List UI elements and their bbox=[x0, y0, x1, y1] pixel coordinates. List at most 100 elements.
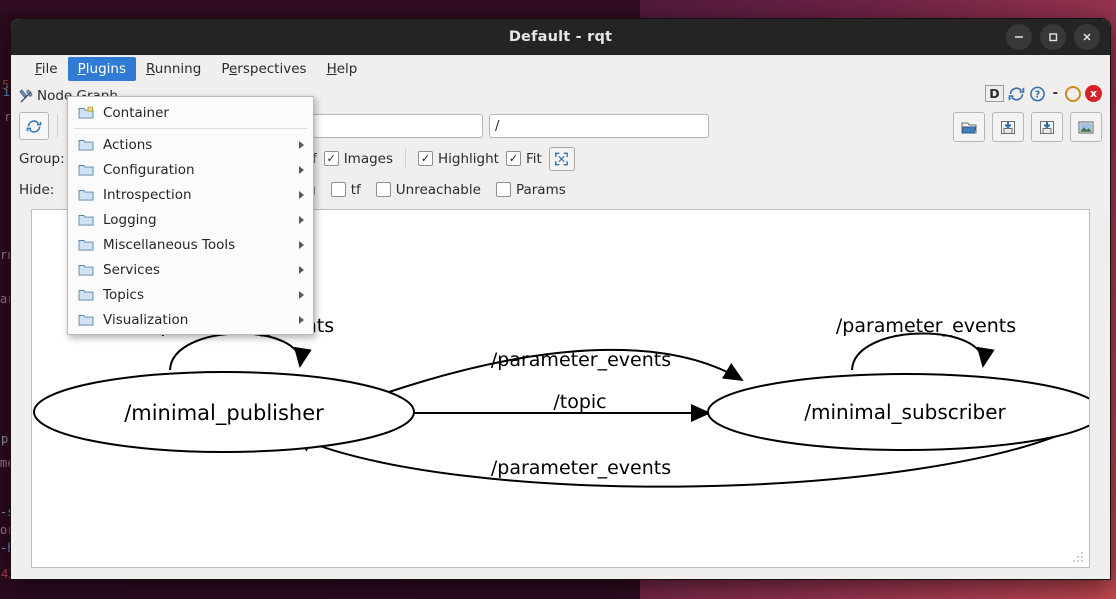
checkbox-box: ✓ bbox=[418, 151, 434, 166]
checkbox-images[interactable]: ✓ Images bbox=[323, 151, 393, 167]
plugin-header-icons: D ? - x bbox=[985, 85, 1102, 102]
checkbox-unreachable[interactable]: Unreachable bbox=[375, 181, 481, 198]
chevron-right-icon bbox=[299, 240, 304, 249]
edge-pub-to-sub-params bbox=[388, 348, 744, 393]
menu-help[interactable]: Help bbox=[326, 60, 358, 77]
chevron-right-icon bbox=[299, 290, 304, 299]
save-svg-button[interactable] bbox=[1031, 112, 1063, 142]
close-dock-icon[interactable]: x bbox=[1085, 85, 1102, 102]
checkbox-box: ✓ bbox=[323, 151, 339, 166]
terminal-text: p bbox=[1, 432, 9, 446]
refresh-graph-button[interactable] bbox=[19, 112, 49, 140]
menu-item-actions[interactable]: Actions bbox=[68, 132, 313, 157]
folder-icon bbox=[78, 288, 94, 302]
minimize-icon[interactable] bbox=[1006, 24, 1032, 50]
menu-item-container[interactable]: Container bbox=[68, 100, 313, 125]
edge-label: /parameter_events bbox=[836, 315, 1016, 337]
window-title: Default - rqt bbox=[508, 29, 613, 45]
window-controls bbox=[1006, 19, 1100, 55]
chevron-right-icon bbox=[299, 215, 304, 224]
menu-item-label: Configuration bbox=[103, 161, 195, 178]
edge-sub-to-pub-params bbox=[292, 424, 1083, 488]
menu-item-topics[interactable]: Topics bbox=[68, 282, 313, 307]
menu-perspectives[interactable]: Perspectives bbox=[221, 60, 307, 77]
checkbox-tf-bottom[interactable]: tf bbox=[330, 181, 361, 198]
menu-file[interactable]: File bbox=[35, 60, 58, 77]
menu-file-label: ile bbox=[41, 60, 58, 77]
float-dock-icon[interactable] bbox=[1065, 85, 1081, 102]
menu-item-label: Actions bbox=[103, 136, 153, 153]
menu-item-label: Logging bbox=[103, 211, 157, 228]
menu-item-label: Topics bbox=[103, 286, 144, 303]
checkbox-box bbox=[375, 182, 391, 197]
minimize-dock-icon[interactable]: - bbox=[1052, 86, 1058, 101]
close-icon[interactable] bbox=[1074, 24, 1100, 50]
image-icon bbox=[1078, 121, 1094, 133]
filter-separator bbox=[405, 148, 407, 169]
folder-icon bbox=[78, 263, 94, 277]
toolbar-separator bbox=[57, 115, 58, 137]
svg-text:?: ? bbox=[1034, 89, 1040, 100]
folder-icon bbox=[78, 188, 94, 202]
menu-item-visualization[interactable]: Visualization bbox=[68, 307, 313, 332]
menu-item-label: Introspection bbox=[103, 186, 192, 203]
node-label: /minimal_publisher bbox=[124, 401, 324, 426]
chevron-right-icon bbox=[299, 140, 304, 149]
refresh-icon[interactable] bbox=[1008, 86, 1025, 102]
plugins-dropdown-menu: Container Actions Configuration Introspe… bbox=[67, 96, 314, 335]
save-svg-icon bbox=[1040, 120, 1054, 134]
checkbox-highlight[interactable]: ✓ Highlight bbox=[418, 151, 499, 167]
namespace-input[interactable] bbox=[489, 114, 709, 138]
chevron-right-icon bbox=[299, 265, 304, 274]
edge-label: /topic bbox=[553, 391, 606, 413]
chevron-right-icon bbox=[299, 190, 304, 199]
save-dot-graph-button[interactable] bbox=[992, 112, 1024, 142]
ros-node-graph: /minimal_publisher /minimal_subscriber /… bbox=[33, 315, 1089, 488]
edge-publisher-self bbox=[169, 332, 312, 371]
folder-icon bbox=[78, 163, 94, 177]
folder-icon bbox=[78, 313, 94, 327]
checkbox-label: Params bbox=[515, 181, 566, 198]
terminal-text: r bbox=[4, 110, 12, 124]
menu-item-label: Container bbox=[103, 104, 169, 121]
checkbox-fit[interactable]: ✓ Fit bbox=[505, 151, 542, 167]
graph-export-buttons bbox=[953, 112, 1102, 142]
checkbox-label: Unreachable bbox=[395, 181, 481, 198]
chevron-right-icon bbox=[299, 165, 304, 174]
rqt-window: Default - rqt File Plugins Running Persp… bbox=[10, 18, 1111, 580]
folder-icon bbox=[78, 238, 94, 252]
open-folder-icon bbox=[961, 122, 977, 133]
menu-item-label: Miscellaneous Tools bbox=[103, 236, 236, 253]
menu-item-configuration[interactable]: Configuration bbox=[68, 157, 313, 182]
maximize-icon[interactable] bbox=[1040, 24, 1066, 50]
chevron-right-icon bbox=[299, 315, 304, 324]
menu-item-miscellaneous-tools[interactable]: Miscellaneous Tools bbox=[68, 232, 313, 257]
menu-item-logging[interactable]: Logging bbox=[68, 207, 313, 232]
resize-grip-icon[interactable] bbox=[1072, 551, 1084, 563]
fit-in-view-button[interactable] bbox=[548, 146, 575, 171]
menu-divider bbox=[74, 128, 307, 129]
checkbox-params[interactable]: Params bbox=[495, 181, 566, 198]
menu-item-label: Services bbox=[103, 261, 160, 278]
load-dot-graph-button[interactable] bbox=[953, 112, 985, 142]
terminal-titlebar bbox=[0, 0, 640, 14]
window-titlebar[interactable]: Default - rqt bbox=[11, 19, 1110, 55]
fit-in-view-icon bbox=[555, 152, 569, 165]
menu-item-services[interactable]: Services bbox=[68, 257, 313, 282]
checkbox-label: tf bbox=[350, 181, 361, 198]
menu-item-label: Visualization bbox=[103, 311, 189, 328]
refresh-icon bbox=[26, 119, 42, 133]
checkbox-box bbox=[330, 182, 346, 197]
save-image-button[interactable] bbox=[1070, 112, 1102, 142]
help-icon[interactable]: ? bbox=[1029, 86, 1046, 102]
save-dot-icon bbox=[1001, 120, 1015, 134]
checkbox-box bbox=[495, 182, 511, 197]
node-minimal-publisher bbox=[33, 371, 415, 453]
dock-badge-icon[interactable]: D bbox=[985, 85, 1004, 102]
edge-label: /parameter_events bbox=[491, 457, 671, 479]
folder-icon bbox=[78, 213, 94, 227]
menu-plugins[interactable]: Plugins bbox=[67, 56, 136, 81]
menu-item-introspection[interactable]: Introspection bbox=[68, 182, 313, 207]
menu-running[interactable]: Running bbox=[145, 60, 202, 77]
edge-label: /parameter_events bbox=[491, 349, 671, 371]
